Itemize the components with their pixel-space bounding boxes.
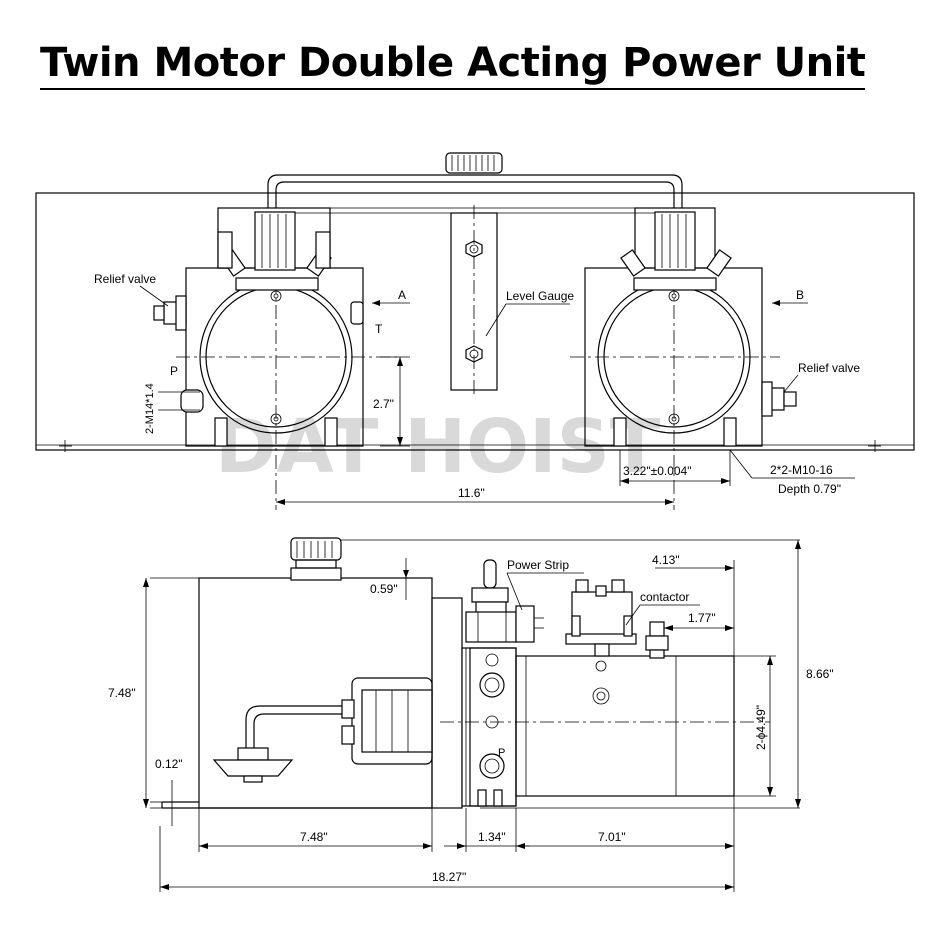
contactor [565,579,669,659]
base-plate [35,192,915,451]
dim-motor-dia-label: 2-ϕ4.49" [754,705,768,750]
dim-tank-length-label: 7.48" [300,830,328,844]
port-t-label: T [375,322,383,336]
level-gauge-label: Level Gauge [506,289,574,303]
side-view: P [108,537,834,892]
side-motor [515,655,735,797]
thread-bolts-label: 2*2-M10-16 [770,463,833,477]
level-gauge-bracket [450,205,498,398]
dim-total-length-label: 18.27" [432,870,466,884]
page-title: Twin Motor Double Acting Power Unit [40,40,866,90]
dim-total-height-label: 8.66" [806,667,834,681]
left-motor [153,207,400,510]
dim-manifold-label: 1.34" [478,830,506,844]
dim-base-label: 0.12" [155,757,183,771]
dim-bolt-label: 3.22"±0.004" [623,464,692,478]
thread-left-label: 2-M14*1.4 [144,383,156,434]
dim-terminal-label: 1.77" [688,611,716,625]
return-pipe [267,174,683,214]
top-view: Relief valve Relief valve A B T P Level … [35,152,915,510]
port-a-label: A [398,288,406,302]
dim-height-label: 2.7" [373,397,394,411]
tank [161,537,433,809]
pump [341,677,433,765]
filler-cap [445,152,503,174]
side-port-p-label: P [498,747,505,759]
port-p-label: P [170,364,178,378]
dim-motor-length-label: 7.01" [598,830,626,844]
solenoid-valve [465,559,544,643]
right-motor [570,207,797,510]
watermark-text: DAT HOIST [215,404,661,490]
port-b-label: B [796,288,804,302]
depth-label: Depth 0.79" [778,482,841,496]
dim-contactor-label: 4.13" [652,553,680,567]
relief-valve-left-label: Relief valve [94,272,156,286]
manifold: P [431,597,770,809]
contactor-label: contactor [640,590,689,604]
dim-motor-spacing-label: 11.6" [458,486,485,500]
power-strip-label: Power Strip [507,558,569,572]
dim-tank-height-label: 7.48" [108,686,136,700]
dim-top-offset-label: 0.59" [370,582,398,596]
relief-valve-right-label: Relief valve [798,361,860,375]
